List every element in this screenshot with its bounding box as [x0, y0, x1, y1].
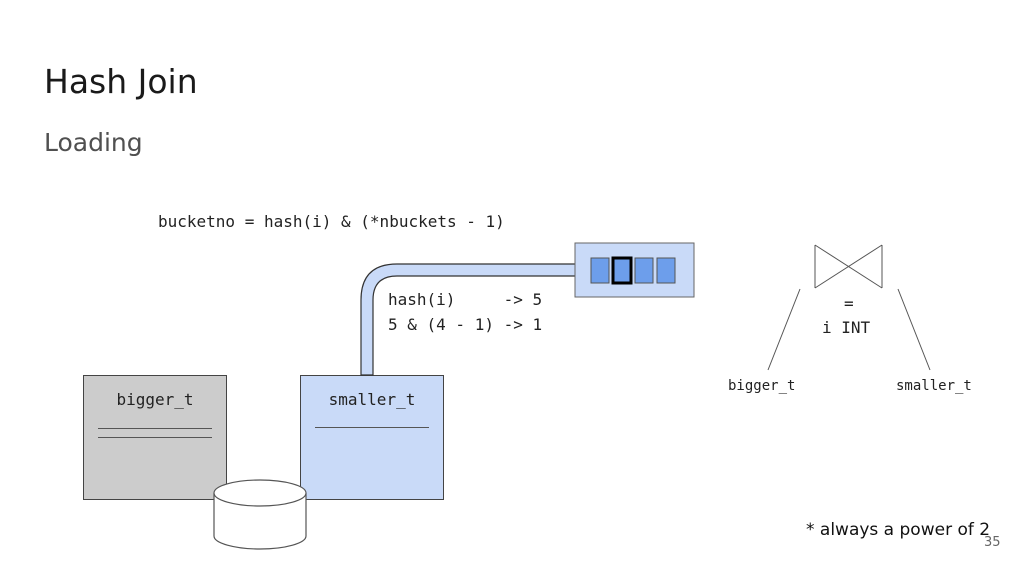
page-number: 35 [984, 535, 1001, 550]
bigger-table-label: bigger_t [116, 390, 194, 409]
hash-bucket [590, 257, 610, 284]
hash-bucket-highlighted [611, 256, 633, 285]
table-row-divider [98, 428, 212, 429]
plan-right-child: smaller_t [896, 378, 972, 394]
load-arrow [360, 255, 613, 376]
hash-bucket [634, 257, 654, 284]
plan-edge-left [767, 288, 801, 371]
hash-calculation-line-1: hash(i) -> 5 [388, 290, 543, 309]
join-condition: i INT [822, 318, 871, 337]
join-operator: = [844, 294, 854, 313]
smaller-table-label: smaller_t [328, 390, 416, 409]
database-icon [213, 479, 307, 550]
bucket-formula: bucketno = hash(i) & (*nbuckets - 1) [158, 212, 505, 231]
plan-left-child: bigger_t [728, 378, 796, 394]
hash-calculation-line-2: 5 & (4 - 1) -> 1 [388, 315, 543, 334]
slide-title: Hash Join [44, 62, 198, 101]
table-row-divider [315, 427, 429, 428]
footnote: * always a power of 2 [806, 520, 991, 540]
slide-subtitle: Loading [44, 128, 143, 157]
bigger-table-box: bigger_t [83, 375, 227, 500]
hash-buckets [590, 256, 676, 285]
plan-edge-right [897, 288, 931, 371]
table-row-divider [98, 437, 212, 438]
hash-bucket [656, 257, 676, 284]
hash-join-node [814, 244, 883, 289]
